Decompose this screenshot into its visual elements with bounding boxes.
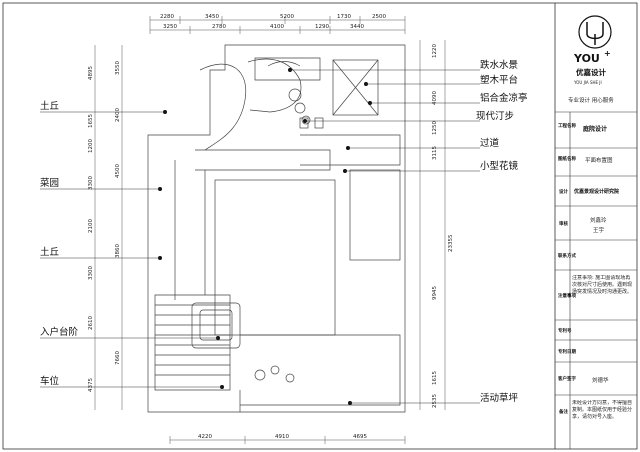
dim-bottom-1: 4910	[275, 434, 289, 440]
dim-right-1-2: 1250	[432, 121, 438, 135]
bottom-dimension-lines	[169, 436, 406, 444]
logo-mark-icon	[586, 22, 604, 45]
dim-left-2-2: 4500	[115, 164, 121, 178]
dim-top-2-4: 3440	[350, 24, 364, 30]
leader-lines	[40, 69, 480, 404]
logo-circle-icon	[578, 15, 612, 49]
dim-right-1-6: 2535	[432, 394, 438, 408]
dim-bottom-0: 4220	[198, 434, 212, 440]
leader-points	[158, 68, 372, 405]
tb-label-review: 审核	[559, 220, 568, 227]
label-parking: 车位	[40, 375, 60, 387]
logo: YOU + 优嘉设计 YOU JIA SHE JI 专业设计 用心服务	[568, 15, 614, 104]
tb-label-contact: 联系方式	[558, 252, 576, 259]
tb-value-review-2: 王宇	[593, 226, 605, 234]
dim-top-1-0: 2280	[160, 14, 174, 20]
dim-right-2-0: 23355	[448, 234, 454, 252]
dim-bottom-2: 4695	[353, 434, 367, 440]
label-walkway: 过道	[480, 137, 500, 149]
label-water-feature: 跌水水景	[480, 59, 518, 71]
logo-text: YOU	[573, 52, 600, 65]
tb-value-drawing: 平面布置图	[585, 156, 613, 164]
label-vegetable-garden: 菜园	[40, 177, 59, 189]
dim-right-1-5: 1615	[432, 371, 438, 385]
dim-left-2-4: 7660	[115, 351, 121, 365]
tb-value-client: 刘德华	[592, 376, 609, 384]
dim-left-1-6: 2610	[88, 316, 94, 330]
tb-value-project: 庭院设计	[583, 125, 607, 133]
dim-right-1-4: 9945	[432, 286, 438, 300]
logo-superscript: +	[604, 49, 611, 58]
tb-label-notes: 注意事项	[558, 292, 576, 299]
tb-notes-box: 注意事项: 施工图请现场再次核对尺寸后使用。遇到现场突发情况及时沟通更改。	[572, 275, 633, 295]
dim-right-1-0: 1220	[432, 44, 438, 58]
dim-left-1-1: 1655	[88, 114, 94, 128]
dim-right-1-1: 4090	[432, 91, 438, 105]
dim-top-2-2: 4100	[270, 24, 284, 30]
tb-label-remarks: 备注	[558, 408, 568, 415]
label-mound-1: 土丘	[40, 100, 60, 112]
tb-remarks-box: 未经设计方同意，不得擅自复制。本图纸仅用于经验分享，请勿对号入座。	[572, 400, 633, 420]
dim-top-1-3: 1730	[337, 14, 351, 20]
label-stepping-stones: 现代汀步	[476, 111, 514, 122]
dim-right-1-3: 3115	[432, 146, 438, 160]
company-subtitle: YOU JIA SHE JI	[573, 80, 602, 85]
tb-label-drawing: 图纸名称	[558, 155, 576, 162]
dim-left-2-1: 2400	[115, 108, 121, 122]
left-dimension-lines	[94, 45, 123, 410]
tb-value-remarks: 未经设计方同意，不得擅自复制。本图纸仅用于经验分享，请勿对号入座。	[572, 400, 633, 420]
label-pavilion: 铝合金凉亭	[480, 92, 528, 104]
tb-label-patent: 专利号	[558, 327, 572, 334]
tb-label-patent-date: 专利日期	[558, 348, 576, 355]
dim-top-1-2: 5200	[280, 14, 294, 20]
title-block: YOU + 优嘉设计 YOU JIA SHE JI 专业设计 用心服务 工程名称…	[555, 15, 637, 449]
label-wood-deck: 塑木平台	[480, 74, 518, 86]
dim-top-2-1: 2780	[212, 24, 226, 30]
label-entrance-steps: 入户台阶	[40, 326, 79, 338]
label-lawn: 活动草坪	[480, 392, 519, 404]
tb-value-review: 刘鑫玲	[590, 216, 607, 224]
top-dimension-lines	[149, 16, 406, 34]
dim-left-1-2: 1200	[88, 139, 94, 153]
tb-value-notes: 注意事项: 施工图请现场再次核对尺寸后使用。遇到现场突发情况及时沟通更改。	[572, 275, 633, 295]
dim-left-1-7: 4375	[88, 378, 94, 392]
dim-left-1-3: 3300	[88, 176, 94, 190]
dim-top-1-1: 3450	[205, 14, 219, 20]
dim-top-2-0: 3250	[163, 24, 177, 30]
dim-left-1-4: 2100	[88, 219, 94, 233]
dim-left-1-0: 4895	[88, 66, 94, 80]
dim-top-2-3: 1290	[315, 24, 329, 30]
dim-left-2-3: 3860	[115, 244, 121, 258]
right-dimension-lines	[419, 40, 446, 410]
tb-label-client: 客户签字	[558, 375, 576, 382]
company-slogan: 专业设计 用心服务	[568, 96, 614, 104]
dim-left-2-0: 3550	[115, 61, 121, 75]
dim-left-1-5: 3300	[88, 266, 94, 280]
label-mound-2: 土丘	[40, 246, 60, 258]
site-plan-geometry	[147, 44, 406, 413]
tb-label-design: 设计	[559, 188, 568, 195]
dim-top-1-4: 2500	[372, 14, 386, 20]
tb-label-project: 工程名称	[558, 122, 576, 129]
company-name: 优嘉设计	[576, 67, 606, 77]
label-flower-bed: 小型花镜	[480, 160, 519, 172]
tb-value-design: 优嘉景观设计研究院	[574, 188, 619, 195]
